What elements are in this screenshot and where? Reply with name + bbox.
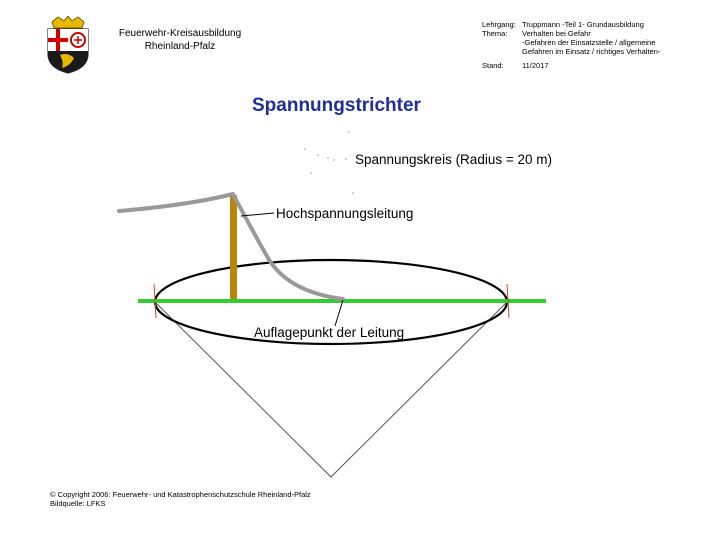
funnel-cone <box>154 301 508 478</box>
power-line-label: Hochspannungsleitung <box>276 206 414 221</box>
course-metadata: Lehrgang: Truppmann -Teil 1- Grundausbil… <box>482 20 712 70</box>
organization-name: Feuerwehr-Kreisausbildung Rheinland-Pfal… <box>100 27 260 53</box>
meta-row: -Gefahren der Einsatzstelle / allgemeine <box>482 38 712 47</box>
meta-row: Gefahren im Einsatz / richtiges Verhalte… <box>482 47 712 56</box>
scatter-dots <box>304 131 354 194</box>
footer: © Copyright 2006: Feuerwehr- und Katastr… <box>50 490 311 508</box>
copyright-text: © Copyright 2006: Feuerwehr- und Katastr… <box>50 490 311 499</box>
meta-value: Truppmann -Teil 1- Grundausbildung <box>522 20 644 29</box>
meta-value: -Gefahren der Einsatzstelle / allgemeine <box>522 38 656 47</box>
meta-value: Gefahren im Einsatz / richtiges Verhalte… <box>522 47 661 56</box>
power-pole <box>230 195 237 299</box>
leader-line-contact <box>334 299 344 327</box>
organization-line-2: Rheinland-Pfalz <box>144 41 216 52</box>
contact-point-label: Auflagepunkt der Leitung <box>254 325 405 340</box>
meta-key: Stand: <box>482 61 504 70</box>
voltage-circle-label: Spannungskreis (Radius = 20 m) <box>355 152 552 167</box>
slide-title: Spannungstrichter <box>252 95 421 116</box>
meta-row: Lehrgang: Truppmann -Teil 1- Grundausbil… <box>482 20 712 29</box>
power-cable <box>117 192 345 301</box>
meta-key: Lehrgang: <box>482 20 516 29</box>
edge-marker-left <box>153 283 157 319</box>
coat-of-arms-logo <box>47 16 89 74</box>
edge-marker-right <box>506 283 510 319</box>
meta-value: 11/2017 <box>522 61 549 70</box>
meta-row: Stand: 11/2017 <box>482 61 712 70</box>
organization-line-1: Feuerwehr-Kreisausbildung <box>118 28 242 39</box>
meta-value: Verhalten bei Gefahr <box>522 29 591 38</box>
image-source-text: Bildquelle: LFKS <box>50 499 106 508</box>
meta-row: Thema: Verhalten bei Gefahr <box>482 29 712 38</box>
meta-key: Thema: <box>482 29 508 38</box>
leader-line-cable <box>240 212 275 217</box>
